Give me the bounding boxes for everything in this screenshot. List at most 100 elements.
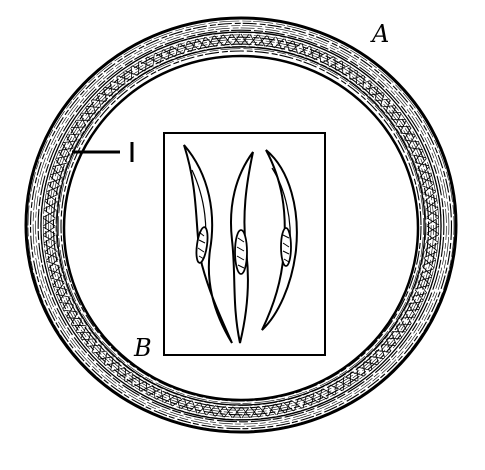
muscle-fiber-mark <box>86 100 101 114</box>
label-b: B <box>133 334 152 362</box>
muscle-fiber-mark <box>396 120 411 133</box>
muscle-fiber-mark <box>344 372 358 386</box>
muscle-fiber-mark <box>408 142 423 155</box>
muscle-fiber-mark <box>313 49 327 63</box>
muscle-fiber-mark <box>424 249 438 260</box>
muscle-fiber-mark <box>417 166 432 178</box>
muscle-fiber-mark <box>43 234 56 244</box>
wall-fiber <box>27 20 455 432</box>
muscle-fiber-mark <box>42 226 56 235</box>
muscle-fiber-mark <box>258 405 268 418</box>
muscle-fiber-mark <box>131 61 146 75</box>
cell-nucleus <box>195 226 209 264</box>
muscle-fiber-mark <box>266 403 277 417</box>
muscle-fiber-mark <box>418 273 433 285</box>
muscle-fiber-mark <box>426 225 440 235</box>
muscle-fiber-mark <box>408 296 424 309</box>
muscle-fiber-mark <box>52 282 67 294</box>
muscle-fiber-mark <box>154 49 168 63</box>
muscle-fiber-mark <box>124 66 138 80</box>
muscle-fiber-mark <box>306 392 320 406</box>
spindle-cell <box>230 151 254 344</box>
muscle-fiber-mark <box>415 158 430 170</box>
muscle-fiber-mark <box>147 53 160 67</box>
muscle-fiber-mark <box>104 81 119 96</box>
muscle-fiber-mark <box>163 392 176 406</box>
muscle-fiber-mark <box>162 46 176 60</box>
muscle-fiber-mark <box>386 106 401 120</box>
spindle-cell <box>261 149 298 331</box>
muscle-fiber-mark <box>179 41 191 55</box>
muscle-fiber-mark <box>214 34 224 47</box>
muscle-fiber-mark <box>46 258 60 269</box>
muscle-fiber-mark <box>48 266 62 278</box>
wall-fiber <box>48 39 434 413</box>
muscle-fiber-mark <box>52 159 67 171</box>
muscle-fiber-mark <box>386 332 402 346</box>
muscle-fiber-mark <box>98 351 113 365</box>
muscle-fiber-mark <box>139 57 153 71</box>
muscle-fiber-mark <box>401 311 416 324</box>
inset-panel-b <box>163 132 326 356</box>
muscle-fiber-mark <box>391 325 407 339</box>
muscle-fiber-mark <box>282 400 294 414</box>
muscle-fiber-mark <box>110 76 125 90</box>
muscle-fiber-mark <box>188 400 200 414</box>
muscle-fiber-mark <box>415 281 430 293</box>
muscle-fiber-mark <box>375 93 390 107</box>
wall-fiber <box>52 43 430 409</box>
outer-wall-outline <box>24 16 458 434</box>
muscle-fiber-mark <box>426 217 440 226</box>
muscle-fiber-mark <box>314 389 328 403</box>
muscle-fiber-mark <box>328 56 342 71</box>
wall-fiber <box>45 36 437 416</box>
muscle-layer-boundary <box>56 46 426 406</box>
muscle-fiber-mark <box>423 191 438 202</box>
muscle-fiber-mark <box>396 318 412 332</box>
muscle-fiber-mark <box>265 35 276 48</box>
muscle-fiber-mark <box>132 377 146 391</box>
muscle-fiber-mark <box>62 135 77 148</box>
muscle-fiber-mark <box>59 297 74 310</box>
muscle-fiber-mark <box>80 106 96 120</box>
muscle-fiber-mark <box>322 385 335 399</box>
muscle-fiber-mark <box>66 128 81 141</box>
muscle-fiber-mark <box>381 99 396 113</box>
muscle-fiber-mark <box>104 357 119 371</box>
label-a: A <box>370 20 389 48</box>
muscle-fiber-mark <box>422 183 436 194</box>
muscle-fiber-mark <box>75 113 91 127</box>
muscle-layer-band <box>40 31 442 421</box>
muscle-fiber-mark <box>206 404 217 417</box>
muscle-fiber-mark <box>43 200 57 211</box>
muscle-fiber-mark <box>422 258 436 269</box>
muscle-fiber-mark <box>188 38 200 52</box>
muscle-fiber-mark <box>329 381 343 395</box>
muscle-fiber-mark <box>425 241 439 252</box>
wall-fiber <box>60 50 422 402</box>
muscle-fiber-mark <box>400 127 415 140</box>
muscle-fiber-mark <box>223 406 234 419</box>
muscle-fiber-mark <box>222 33 233 46</box>
muscle-fiber-mark <box>92 345 107 359</box>
inner-wall-outline <box>62 54 420 402</box>
muscle-fiber-mark <box>273 36 285 50</box>
muscle-fiber-mark <box>357 362 372 376</box>
muscle-fiber-mark <box>363 81 378 95</box>
muscle-fiber-mark <box>404 134 420 147</box>
muscle-fiber-mark <box>356 75 371 90</box>
muscle-fiber-mark <box>180 398 192 412</box>
wall-fiber <box>29 22 453 430</box>
muscle-fiber-mark <box>420 174 434 186</box>
muscle-fiber-mark <box>426 233 439 243</box>
muscle-fiber-mark <box>375 344 391 359</box>
muscle-fiber-mark <box>274 402 286 415</box>
muscle-fiber-mark <box>420 266 435 277</box>
muscle-fiber-mark <box>55 151 70 163</box>
muscle-fiber-mark <box>282 38 294 52</box>
muscle-fiber-mark <box>46 183 60 194</box>
muscle-fiber-mark <box>363 356 378 371</box>
muscle-fiber-mark <box>43 209 56 219</box>
cell-nucleus <box>234 229 248 275</box>
